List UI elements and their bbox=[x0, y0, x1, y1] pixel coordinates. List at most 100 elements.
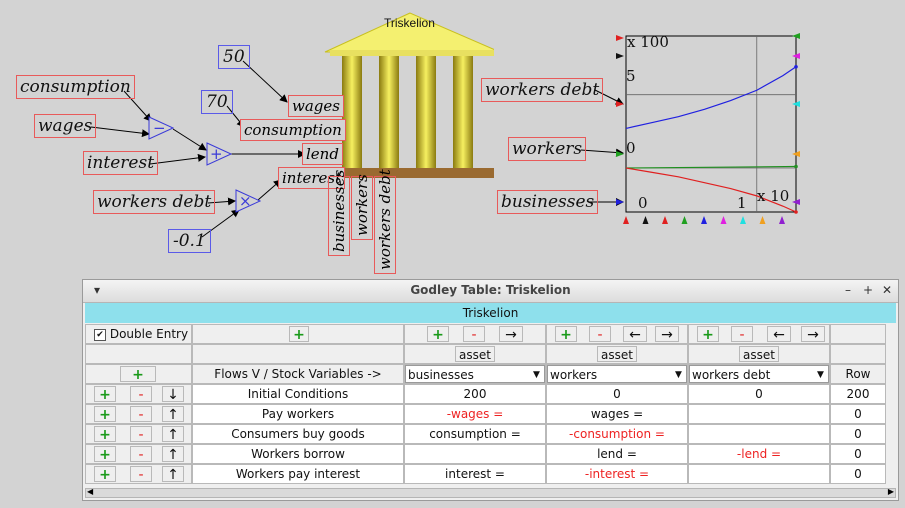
variable-interest[interactable]: interest bbox=[83, 151, 159, 175]
cell-workers-pay-interest-col3[interactable] bbox=[688, 464, 830, 484]
add-column-button[interactable]: + bbox=[289, 326, 309, 343]
col3-stock-select[interactable]: workers debt ▼ bbox=[689, 365, 829, 383]
row-remove-button[interactable]: - bbox=[130, 466, 152, 483]
plot-right-port-1[interactable] bbox=[792, 53, 800, 59]
chevron-down-icon[interactable]: ▼ bbox=[533, 370, 540, 380]
minimize-icon[interactable]: – bbox=[845, 283, 851, 297]
window-menu-icon[interactable]: ▾ bbox=[93, 283, 101, 297]
row-remove-button[interactable]: - bbox=[130, 386, 152, 403]
cell-workers-pay-interest-col2[interactable]: -interest = bbox=[546, 464, 688, 484]
col1-remove-button[interactable]: - bbox=[463, 326, 485, 343]
cell-initial-conditions-col2[interactable]: 0 bbox=[546, 384, 688, 404]
plot-bottom-port-6[interactable] bbox=[740, 216, 746, 224]
stock-workers-debt[interactable]: workers debt bbox=[374, 169, 396, 274]
row-label-pay-workers[interactable]: Pay workers bbox=[192, 404, 404, 424]
plot-left-port-1[interactable] bbox=[616, 53, 624, 59]
row-move-button[interactable]: ↓ bbox=[162, 386, 184, 403]
col3-add-button[interactable]: + bbox=[697, 326, 719, 343]
cell-workers-pay-interest-col1[interactable]: interest = bbox=[404, 464, 546, 484]
col1-stock-select[interactable]: businesses ▼ bbox=[405, 365, 545, 383]
maximize-icon[interactable]: + bbox=[862, 283, 874, 297]
close-icon[interactable]: ✕ bbox=[881, 283, 893, 297]
double-entry-toggle[interactable]: ✔ Double Entry bbox=[85, 324, 192, 344]
row-add-button[interactable]: + bbox=[94, 406, 116, 423]
flow-consumption[interactable]: consumption bbox=[240, 119, 346, 141]
double-entry-checkbox[interactable]: ✔ bbox=[94, 328, 106, 341]
multiply-operator[interactable]: × bbox=[235, 189, 261, 213]
parameter-70[interactable]: 70 bbox=[201, 90, 233, 114]
plot-left-port-0[interactable] bbox=[616, 35, 624, 41]
row-move-button[interactable]: ↑ bbox=[162, 426, 184, 443]
row-remove-button[interactable]: - bbox=[130, 446, 152, 463]
col2-stock-select[interactable]: workers ▼ bbox=[547, 365, 687, 383]
chevron-down-icon[interactable]: ▼ bbox=[817, 370, 824, 380]
flow-interest[interactable]: interest bbox=[278, 167, 346, 189]
cell-workers-borrow-col1[interactable] bbox=[404, 444, 546, 464]
row-remove-button[interactable]: - bbox=[130, 406, 152, 423]
col3-move-left-button[interactable]: ← bbox=[767, 326, 791, 343]
plot-left-port-4[interactable] bbox=[616, 199, 624, 205]
window-titlebar[interactable]: ▾ Godley Table: Triskelion – + ✕ bbox=[83, 280, 898, 303]
col2-asset-button[interactable]: asset bbox=[597, 346, 637, 362]
subtract-operator[interactable]: − bbox=[148, 116, 174, 140]
add-row-button[interactable]: + bbox=[120, 366, 156, 383]
cell-pay-workers-col3[interactable] bbox=[688, 404, 830, 424]
col3-remove-button[interactable]: - bbox=[731, 326, 753, 343]
plot-right-port-2[interactable] bbox=[792, 101, 800, 107]
add-operator[interactable]: + bbox=[206, 142, 232, 166]
plot-right-port-3[interactable] bbox=[792, 151, 800, 157]
plot-bottom-port-5[interactable] bbox=[720, 216, 727, 224]
scroll-right-icon[interactable]: ▶ bbox=[887, 487, 894, 496]
row-label-consumers-buy-goods[interactable]: Consumers buy goods bbox=[192, 424, 404, 444]
cell-consumers-buy-goods-col1[interactable]: consumption = bbox=[404, 424, 546, 444]
flow-lend[interactable]: lend bbox=[302, 143, 343, 165]
cell-pay-workers-col1[interactable]: -wages = bbox=[404, 404, 546, 424]
plot-bottom-port-7[interactable] bbox=[759, 216, 766, 224]
row-add-button[interactable]: + bbox=[94, 446, 116, 463]
plot-right-port-0[interactable] bbox=[792, 33, 800, 39]
row-move-button[interactable]: ↑ bbox=[162, 406, 184, 423]
cell-consumers-buy-goods-col3[interactable] bbox=[688, 424, 830, 444]
row-label-workers-pay-interest[interactable]: Workers pay interest bbox=[192, 464, 404, 484]
col1-add-button[interactable]: + bbox=[427, 326, 449, 343]
plot-bottom-port-1[interactable] bbox=[642, 216, 649, 224]
plot-input-workers[interactable]: workers bbox=[508, 137, 587, 161]
plot-input-workers-debt[interactable]: workers debt bbox=[481, 78, 604, 102]
stock-businesses[interactable]: businesses bbox=[328, 170, 350, 256]
horizontal-scrollbar[interactable]: ◀ ▶ bbox=[85, 487, 896, 498]
parameter-50[interactable]: 50 bbox=[218, 45, 250, 69]
row-add-button[interactable]: + bbox=[94, 386, 116, 403]
plot-right-port-4[interactable] bbox=[792, 199, 800, 205]
col2-move-left-button[interactable]: ← bbox=[623, 326, 647, 343]
variable-consumption[interactable]: consumption bbox=[16, 75, 135, 99]
col2-move-right-button[interactable]: → bbox=[655, 326, 679, 343]
row-label-workers-borrow[interactable]: Workers borrow bbox=[192, 444, 404, 464]
plot-input-businesses[interactable]: businesses bbox=[497, 190, 599, 214]
plot-bottom-port-4[interactable] bbox=[701, 216, 707, 224]
col2-remove-button[interactable]: - bbox=[589, 326, 611, 343]
cell-consumers-buy-goods-col2[interactable]: -consumption = bbox=[546, 424, 688, 444]
flow-wages[interactable]: wages bbox=[288, 95, 344, 117]
row-add-button[interactable]: + bbox=[94, 426, 116, 443]
godley-table-window[interactable]: ▾ Godley Table: Triskelion – + ✕ Triskel… bbox=[82, 279, 899, 501]
plot-bottom-port-3[interactable] bbox=[681, 216, 688, 224]
col1-move-right-button[interactable]: → bbox=[499, 326, 523, 343]
plot-left-port-2[interactable] bbox=[616, 101, 624, 107]
parameter-negative[interactable]: -0.1 bbox=[168, 229, 211, 253]
plot-bottom-port-2[interactable] bbox=[662, 216, 668, 224]
scroll-left-icon[interactable]: ◀ bbox=[87, 487, 94, 496]
plot-bottom-port-8[interactable] bbox=[779, 216, 785, 224]
plot-bottom-port-0[interactable] bbox=[623, 216, 629, 224]
bank-building-icon[interactable] bbox=[322, 12, 494, 182]
row-label-initial-conditions[interactable]: Initial Conditions bbox=[192, 384, 404, 404]
row-move-button[interactable]: ↑ bbox=[162, 466, 184, 483]
chevron-down-icon[interactable]: ▼ bbox=[675, 370, 682, 380]
col2-add-button[interactable]: + bbox=[555, 326, 577, 343]
plot-widget[interactable] bbox=[612, 30, 804, 228]
col3-move-right-button[interactable]: → bbox=[801, 326, 825, 343]
variable-wages[interactable]: wages bbox=[34, 114, 97, 138]
plot-left-port-3[interactable] bbox=[616, 151, 624, 157]
row-add-button[interactable]: + bbox=[94, 466, 116, 483]
cell-workers-borrow-col3[interactable]: -lend = bbox=[688, 444, 830, 464]
stock-workers[interactable]: workers bbox=[351, 174, 373, 240]
